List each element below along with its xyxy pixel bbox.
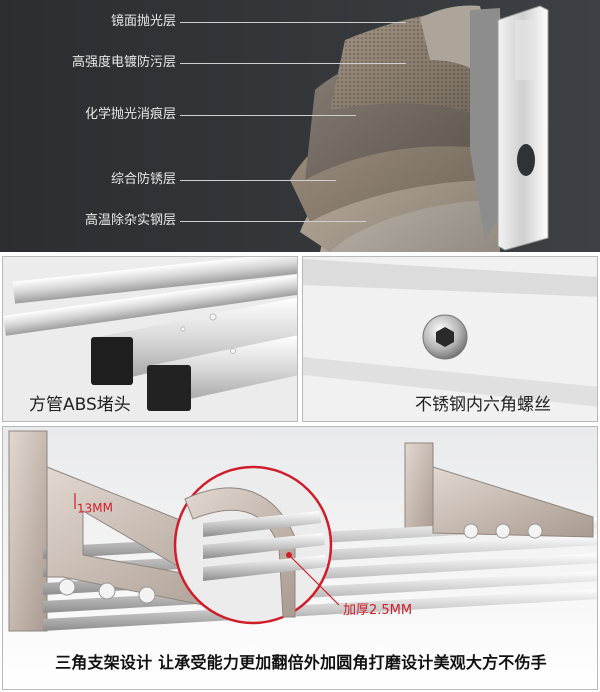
abs-end-cap (147, 365, 191, 411)
hex-screw-panel: 不锈钢内六角螺丝 (302, 256, 598, 422)
shelf-bracket-illustration (8, 430, 597, 632)
abs-cap-panel: 方管ABS堵头 (2, 256, 298, 422)
plate-emboss (515, 20, 535, 80)
triangle-bracket-panel: 13MM 加厚2.5MM 三角支架设计 让承受能力更加翻倍外加圆角打磨设计美观大… (2, 426, 598, 690)
plate-hole (517, 144, 535, 176)
hex-screw-photo (303, 257, 597, 421)
leader-line (180, 22, 406, 23)
dim-label-13mm: 13MM (76, 500, 114, 516)
leader-line (180, 221, 366, 222)
hex-screw-caption: 不锈钢内六角螺丝 (415, 395, 551, 415)
wall-plate (404, 442, 434, 534)
layer-label-chemical: 化学抛光消痕层 (84, 107, 176, 122)
layer-sheet (470, 8, 505, 240)
dim-label-thickness: 加厚2.5MM (343, 603, 413, 618)
abs-cap-caption: 方管ABS堵头 (29, 395, 131, 415)
leader-line (180, 180, 336, 181)
layer-label-steel: 高温除杂实钢层 (84, 213, 176, 228)
layer-label-rustproof: 综合防锈层 (110, 172, 176, 187)
material-layers-banner: 镜面抛光层 高强度电镀防污层 化学抛光消痕层 综合防锈层 高温除杂实钢层 (0, 0, 600, 252)
triangle-bracket (432, 466, 594, 538)
layer-label-plating: 高强度电镀防污层 (71, 55, 176, 70)
bracket-caption: 三角支架设计 让承受能力更加翻倍外加圆角打磨设计美观大方不伤手 (55, 653, 547, 672)
layered-steel-illustration (290, 5, 549, 252)
steel-plate (497, 5, 549, 251)
square-tube-cap-photo (3, 257, 297, 421)
leader-line (180, 63, 406, 64)
wall-plate (8, 430, 48, 632)
abs-end-cap (91, 337, 133, 385)
layer-label-mirror: 镜面抛光层 (110, 14, 176, 29)
leader-line (180, 115, 356, 116)
hex-socket (436, 327, 454, 347)
thickness-leader (288, 554, 340, 606)
